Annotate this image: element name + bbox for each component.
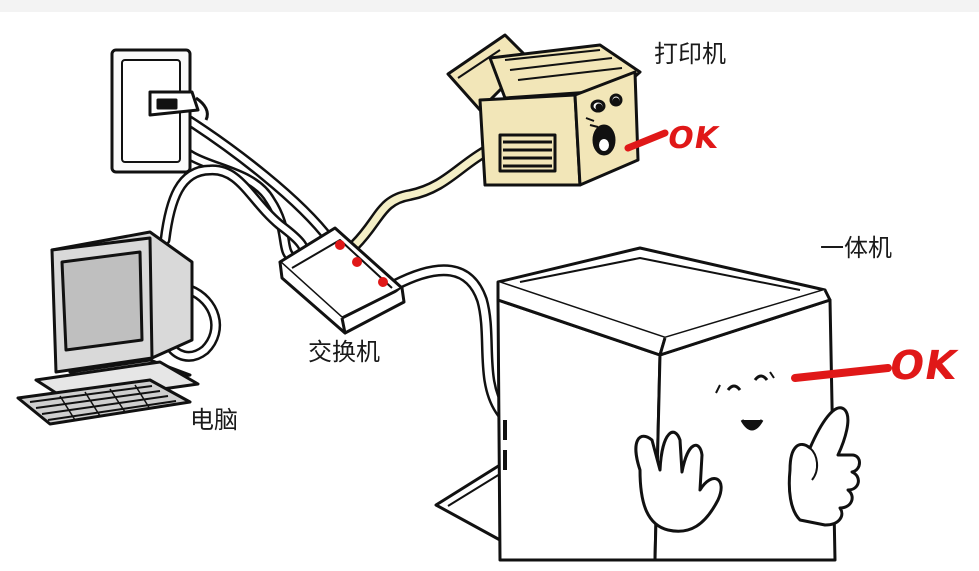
wall-outlet-icon: [110, 48, 209, 174]
switch-label: 交换机: [308, 338, 380, 366]
printer-ok-badge: OK: [665, 121, 722, 156]
computer-label: 电脑: [190, 406, 238, 434]
computer-icon: [16, 230, 200, 426]
mfp-label: 一体机: [820, 234, 892, 262]
mfp-ok-badge: OK: [885, 343, 962, 389]
network-switch-icon: [278, 226, 406, 335]
printer-ok-pointer: [624, 129, 669, 152]
printer-label: 打印机: [654, 40, 726, 68]
top-strip: [0, 0, 979, 12]
printer-icon: [446, 33, 642, 187]
mfp-ok-pointer: [791, 364, 892, 382]
multifunction-printer-icon: [434, 246, 861, 562]
switch-leds: [335, 240, 388, 287]
